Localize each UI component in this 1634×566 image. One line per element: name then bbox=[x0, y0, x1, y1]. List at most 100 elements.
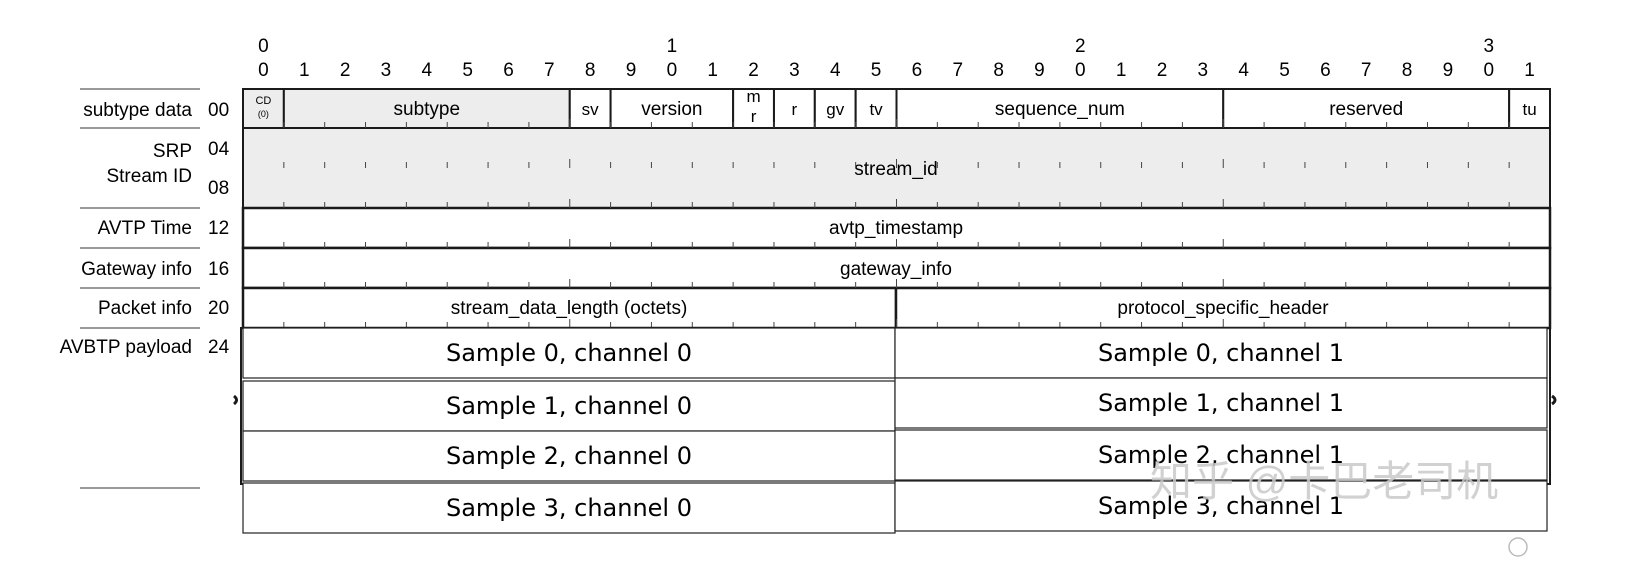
row-offset-00: 00 bbox=[208, 100, 229, 121]
field-sequence-num-label: sequence_num bbox=[995, 99, 1125, 120]
bit-ruler-ones-label: 2 bbox=[340, 60, 351, 81]
bit-ruler-ones-label: 7 bbox=[544, 60, 555, 81]
field-version-label: version bbox=[641, 99, 702, 120]
bit-ruler-ones-label: 3 bbox=[789, 60, 800, 81]
bit-ruler-ones-label: 2 bbox=[1157, 60, 1168, 81]
sample-row: Sample 3, channel 0 Sample 3, channel 1 bbox=[242, 480, 1548, 534]
row-label-avbtp-payload: AVBTP payload bbox=[60, 337, 192, 358]
row-labels: subtype data 00 SRP Stream ID 04 08 AVTP… bbox=[60, 88, 230, 489]
row-label-gateway-info: Gateway info bbox=[81, 259, 192, 280]
bit-ruler-ones-label: 9 bbox=[1034, 60, 1045, 81]
bit-ruler-ones-label: 1 bbox=[1116, 60, 1127, 81]
bit-ruler-ones-label: 4 bbox=[422, 60, 433, 81]
sample-cell bbox=[894, 327, 1548, 379]
bit-ruler-ones-label: 8 bbox=[993, 60, 1004, 81]
bit-ruler-ones-label: 0 bbox=[667, 60, 678, 81]
row-offset-16: 16 bbox=[208, 259, 229, 280]
sample-label: Sample 3, channel 1 bbox=[1098, 492, 1344, 520]
sample-label: Sample 2, channel 1 bbox=[1098, 441, 1344, 469]
sample-label: Sample 2, channel 0 bbox=[446, 442, 692, 470]
payload-break-mark-left bbox=[232, 394, 238, 406]
bit-ruler-ones-label: 8 bbox=[1402, 60, 1413, 81]
sample-label: Sample 0, channel 1 bbox=[1098, 339, 1344, 367]
stream-id-label: stream_id bbox=[854, 159, 937, 180]
bit-ruler-tens-label: 0 bbox=[258, 36, 269, 57]
bit-ruler-ones-label: 4 bbox=[830, 60, 841, 81]
avbtp-payload-area: Sample 0, channel 0 Sample 0, channel 1 … bbox=[232, 327, 1557, 534]
bit-ruler-ones-label: 7 bbox=[952, 60, 963, 81]
row-label-avtp-time: AVTP Time bbox=[98, 218, 192, 239]
sample-row: Sample 1, channel 0 Sample 1, channel 1 bbox=[242, 377, 1548, 432]
sample-label: Sample 0, channel 0 bbox=[446, 339, 692, 367]
sample-label: Sample 3, channel 0 bbox=[446, 494, 692, 522]
watermark-ornament bbox=[1508, 537, 1528, 557]
field-r-label: r bbox=[792, 100, 798, 119]
row-offset-04: 04 bbox=[208, 139, 230, 160]
sample-row: Sample 2, channel 0 Sample 2, channel 1 bbox=[242, 429, 1548, 482]
row-offset-20: 20 bbox=[208, 298, 229, 319]
bit-ruler-tens-label: 3 bbox=[1483, 36, 1494, 57]
bit-ruler-ones-label: 9 bbox=[626, 60, 637, 81]
row-label-subtype-data: subtype data bbox=[83, 100, 192, 121]
sample-cell bbox=[242, 430, 896, 482]
sample-label: Sample 1, channel 1 bbox=[1098, 389, 1344, 417]
sample-row: Sample 0, channel 0 Sample 0, channel 1 bbox=[242, 327, 1548, 379]
bit-ruler-ones-label: 6 bbox=[1320, 60, 1331, 81]
bit-ruler-ones-label: 1 bbox=[299, 60, 310, 81]
stream-data-length-label: stream_data_length (octets) bbox=[451, 298, 688, 319]
protocol-specific-header-label: protocol_specific_header bbox=[1117, 298, 1329, 319]
field-reserved-label: reserved bbox=[1329, 99, 1403, 120]
field-tv-box bbox=[854, 88, 898, 129]
bit-ruler-ones-label: 0 bbox=[258, 60, 269, 81]
bit-ruler-ones-label: 9 bbox=[1443, 60, 1454, 81]
field-tu-label: tu bbox=[1522, 100, 1536, 119]
sample-label: Sample 1, channel 0 bbox=[446, 392, 692, 420]
row-label-srp-line-2: Stream ID bbox=[106, 166, 192, 187]
row-offset-24: 24 bbox=[208, 337, 230, 358]
bit-ruler-ones-label: 1 bbox=[707, 60, 718, 81]
field-mr-label-line-1: m bbox=[746, 87, 760, 106]
field-reserved-box bbox=[1222, 88, 1511, 129]
row-offset-08: 08 bbox=[208, 178, 229, 199]
row-offset-12: 12 bbox=[208, 218, 229, 239]
bit-ruler-tens-label: 1 bbox=[667, 36, 678, 57]
bit-ruler-ones-label: 1 bbox=[1524, 60, 1535, 81]
field-gv-label: gv bbox=[826, 100, 844, 119]
bit-ruler-ones-label: 3 bbox=[1198, 60, 1209, 81]
watermark: 知乎 @卡巴老司机 bbox=[1150, 458, 1498, 505]
bit-ruler-tens-label: 2 bbox=[1075, 36, 1086, 57]
field-tv-label: tv bbox=[869, 100, 883, 119]
bit-tick-marks bbox=[283, 119, 1510, 328]
sample-cell bbox=[894, 377, 1548, 429]
avtp-timestamp-label: avtp_timestamp bbox=[829, 218, 963, 239]
field-subtype-label: subtype bbox=[394, 99, 461, 120]
gateway-info-label: gateway_info bbox=[840, 259, 952, 280]
sample-cell bbox=[894, 480, 1548, 532]
bit-ruler-ones-label: 6 bbox=[912, 60, 923, 81]
bit-ruler-tens: 0 1 2 3 bbox=[258, 36, 1494, 57]
field-sequence-num-box bbox=[895, 88, 1225, 129]
field-tu-box bbox=[1508, 88, 1551, 129]
field-cd-label-line-2: (0) bbox=[258, 109, 269, 119]
row-label-packet-info: Packet info bbox=[98, 298, 192, 319]
bit-ruler-ones-label: 0 bbox=[1483, 60, 1494, 81]
field-mr-label-line-2: r bbox=[751, 107, 757, 126]
payload-break-mark-right bbox=[1551, 394, 1557, 406]
bit-ruler-ones-label: 2 bbox=[748, 60, 759, 81]
sample-cell bbox=[242, 482, 896, 534]
bit-ruler-ones-label: 4 bbox=[1238, 60, 1249, 81]
bit-ruler-ones-label: 5 bbox=[871, 60, 882, 81]
sample-cell bbox=[242, 327, 896, 379]
bit-ruler-ones-label: 8 bbox=[585, 60, 596, 81]
bit-ruler-ones-label: 3 bbox=[381, 60, 392, 81]
bit-ruler-ones-label: 5 bbox=[1279, 60, 1290, 81]
sample-cell bbox=[894, 429, 1548, 481]
bit-ruler-ones-label: 5 bbox=[462, 60, 473, 81]
avtp-timestamp-field: avtp_timestamp bbox=[241, 206, 1552, 250]
bit-ruler-ones-label: 0 bbox=[1075, 60, 1086, 81]
